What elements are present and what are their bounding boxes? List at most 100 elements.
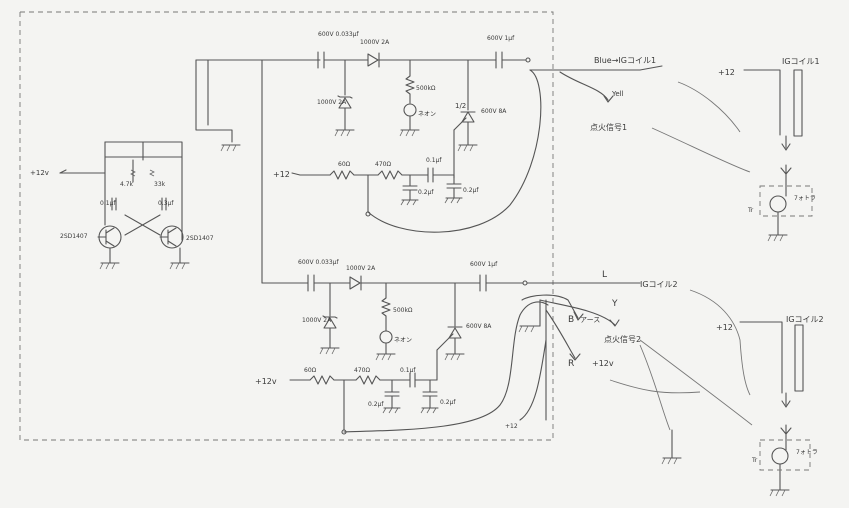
- R-label: R: [568, 359, 574, 369]
- neon-top-label: ネオン: [418, 111, 436, 118]
- ground-symbol: [457, 144, 478, 152]
- osc-resistor-1: [130, 169, 136, 177]
- blue-ig1-label: Blue→IGコイル1: [594, 56, 656, 65]
- scr-top: [453, 111, 476, 131]
- neon-lamp-bot: [379, 330, 393, 344]
- ground-symbol: [220, 144, 241, 152]
- ground-symbol: [518, 325, 541, 333]
- transistor-right1-box: [759, 185, 813, 217]
- ground-symbol: [420, 407, 439, 414]
- c-01-bot-label: 0.1μf: [400, 367, 416, 374]
- annotation-arrow: [609, 379, 701, 394]
- zener-bot-1-label: 1000V 2A: [302, 317, 332, 324]
- tr-right2-label: Tr: [751, 457, 758, 464]
- diode-top-1: [367, 52, 380, 68]
- annotation-arrow: [689, 289, 751, 396]
- ground-symbol: [319, 347, 340, 355]
- plus12v-bot-label: +12v: [255, 377, 277, 386]
- bottom-note-label: +12: [505, 423, 518, 430]
- r-470-top-label: 470Ω: [375, 161, 391, 168]
- cap-out-bot-label: 600V 1μf: [470, 261, 498, 268]
- osc-resistor-2: [149, 169, 155, 177]
- ig-coil2-line-label: IGコイル2: [640, 280, 678, 289]
- resistor-500k-top: [405, 75, 415, 95]
- L-label: L: [602, 270, 607, 280]
- c-01-top-label: 0.1μf: [426, 157, 442, 164]
- c-02a-bot-label: 0.2μf: [368, 401, 384, 408]
- osc-c1-label: 0.1μf: [100, 200, 116, 207]
- annotation-arrow: [677, 81, 741, 133]
- ig-coil1: [793, 69, 803, 137]
- capacitor-bot-1: [307, 274, 315, 292]
- plus12-right1-label: +12: [718, 68, 735, 77]
- ground-symbol: [444, 197, 463, 204]
- yell-wire: [559, 71, 609, 101]
- osc-c2-label: 0.3μf: [158, 200, 174, 207]
- capacitor-02b-top: [446, 183, 462, 189]
- tr-right1-label: Tr: [747, 207, 754, 214]
- cap-top-1-label: 600V 0.033μf: [318, 31, 359, 38]
- c-02a-top-label: 0.2μf: [418, 189, 434, 196]
- annotation-arrow: [639, 344, 671, 431]
- diode-bot-1-label: 1000V 2A: [346, 265, 376, 272]
- return-wire-top: [367, 69, 542, 233]
- capacitor-02a-top: [402, 185, 418, 191]
- tr-right2-side-label: 7ォトラ: [796, 449, 818, 456]
- ground-symbol: [334, 129, 355, 137]
- osc-capacitor-1: [111, 197, 117, 211]
- resistor-500k-bot: [381, 297, 391, 317]
- r-60-top-label: 60Ω: [338, 161, 351, 168]
- capacitor-02a-bot: [384, 391, 400, 397]
- ground-symbol: [661, 457, 682, 465]
- transistor-right2: [771, 447, 789, 465]
- transistor-right1: [769, 195, 787, 213]
- ground-symbol: [99, 262, 120, 270]
- scr-top-label: 600V 8A: [481, 108, 507, 115]
- tr-left2-label: 2SD1407: [186, 235, 214, 242]
- plus12v-left-label: +12v: [30, 169, 49, 177]
- tr-left1-label: 2SD1407: [60, 233, 88, 240]
- c-02b-bot-label: 0.2μf: [440, 399, 456, 406]
- ground-symbol: [767, 234, 788, 242]
- cap-out-top-label: 600V 1μf: [487, 35, 515, 42]
- neon-lamp-top: [403, 103, 417, 117]
- transformer-lead: [195, 59, 233, 143]
- capacitor-01-bot: [409, 372, 416, 388]
- cap-bot-1-label: 600V 0.033μf: [298, 259, 339, 266]
- sig1-label: 点火信号1: [590, 122, 627, 132]
- r-500k-top-label: 500kΩ: [416, 85, 436, 92]
- resistor-60-top: [329, 170, 355, 180]
- ground-symbol: [400, 199, 419, 206]
- ground-symbol: [444, 353, 465, 361]
- capacitor-out-top: [495, 51, 503, 69]
- R-plus12-label: +12v: [592, 359, 614, 368]
- resistor-470-bot: [355, 375, 381, 385]
- enclosure-box: [19, 11, 554, 441]
- B-label: B: [568, 315, 574, 325]
- ground-symbol: [382, 407, 401, 414]
- annotation-arrow: [639, 339, 753, 426]
- ground-symbol: [399, 129, 420, 137]
- neon-bot-label: ネオン: [394, 337, 412, 344]
- r-470-bot-label: 470Ω: [354, 367, 370, 374]
- plus12-top-rail-label: +12: [273, 170, 290, 179]
- ground-symbol: [375, 353, 396, 361]
- osc-top-rail: [104, 141, 183, 241]
- capacitor-01-top: [427, 167, 434, 183]
- r-500k-bot-label: 500kΩ: [393, 307, 413, 314]
- yell-label: Yell: [611, 90, 624, 98]
- ig-coil2: [794, 324, 804, 392]
- scr-bot: [436, 326, 463, 351]
- Y-label: Y: [611, 299, 618, 309]
- capacitor-out-bot: [479, 274, 487, 292]
- ground-symbol: [769, 489, 790, 497]
- capacitor-02b-bot: [422, 391, 438, 397]
- transistor-right2-box: [759, 439, 811, 471]
- zener-top-1-label: 1000V 2A: [317, 99, 347, 106]
- annotation-arrow: [651, 127, 751, 173]
- ig-coil2-label: IGコイル2: [786, 315, 824, 324]
- terminal-top: [525, 57, 531, 63]
- ig-coil1-label: IGコイル1: [782, 57, 820, 66]
- osc-capacitor-2: [161, 197, 167, 211]
